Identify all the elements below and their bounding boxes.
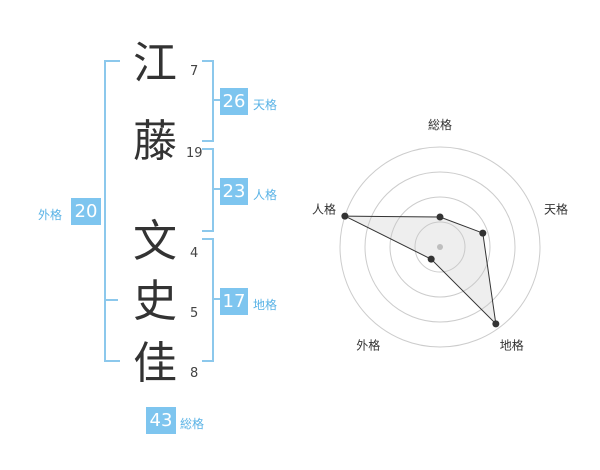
outer-fortune-value: 20	[71, 198, 101, 225]
kanji-2: 藤	[133, 116, 177, 167]
person-fortune-value: 23	[220, 178, 248, 205]
radar-point-1	[436, 213, 444, 221]
heaven-fortune-label: 天格	[253, 98, 278, 112]
stroke-count-3: 4	[190, 246, 199, 261]
radar-point-3	[492, 320, 500, 328]
radar-center-dot	[437, 244, 443, 250]
kanji-3: 文	[133, 216, 177, 267]
radar-series-polygon	[344, 215, 497, 326]
heaven-bracket	[202, 60, 214, 142]
radar-ring-4	[339, 146, 541, 348]
stroke-count-1: 7	[190, 64, 199, 79]
outer-fortune-label: 外格	[38, 208, 63, 222]
outer-bracket-tick	[104, 299, 118, 301]
radar-point-4	[427, 255, 435, 263]
person-fortune-label: 人格	[253, 188, 278, 202]
heaven-fortune-value: 26	[220, 88, 248, 115]
radar-ring-2	[389, 196, 491, 298]
earth-fortune-label: 地格	[253, 298, 278, 312]
total-fortune-label: 総格	[180, 417, 205, 431]
radar-ring-1	[414, 221, 466, 273]
radar-axis-label-1: 総格	[428, 117, 452, 132]
radar-ring-3	[364, 171, 516, 323]
heaven-tick	[212, 99, 220, 101]
radar-axis-label-2: 天格	[544, 201, 568, 216]
person-tick	[212, 188, 220, 190]
kanji-1: 江	[133, 38, 177, 89]
stroke-count-4: 5	[190, 306, 199, 321]
radar-axis-label-3: 地格	[500, 338, 524, 353]
stroke-count-5: 8	[190, 366, 199, 381]
outer-bracket	[104, 60, 120, 362]
radar-point-2	[479, 229, 487, 237]
total-fortune-value: 43	[146, 407, 176, 434]
kanji-5: 佳	[133, 338, 177, 389]
earth-bracket	[202, 238, 214, 362]
radar-axis-label-4: 外格	[356, 338, 380, 353]
person-bracket	[202, 148, 214, 232]
stroke-count-2: 19	[186, 146, 203, 161]
kanji-4: 史	[133, 276, 177, 327]
radar-point-5	[341, 212, 349, 220]
earth-tick	[212, 298, 220, 300]
radar-axis-label-5: 人格	[312, 201, 336, 216]
earth-fortune-value: 17	[220, 288, 248, 315]
